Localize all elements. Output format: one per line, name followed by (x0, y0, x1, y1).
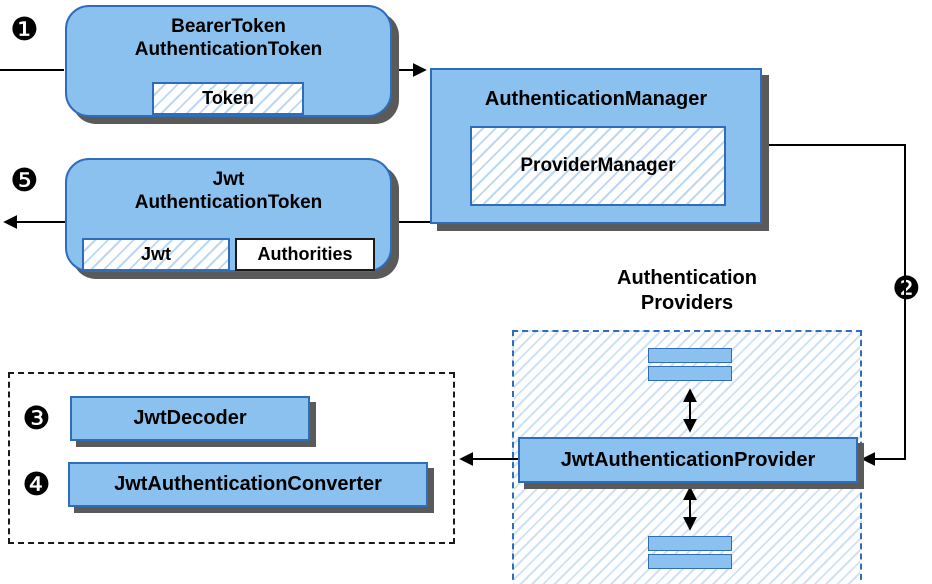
jwt-authentication-token-node: Jwt AuthenticationToken Jwt Authorities (65, 158, 392, 272)
token-inner-box: Token (152, 82, 304, 115)
authentication-manager-node: AuthenticationManager ProviderManager (430, 68, 762, 224)
authentication-providers-label-line2: Providers (640, 292, 734, 314)
bearer-token-title-line1: BearerToken (171, 16, 286, 37)
provider-manager-inner-box: ProviderManager (470, 126, 726, 206)
jwt-authentication-provider-label: JwtAuthenticationProvider (560, 448, 816, 471)
authentication-manager-title: AuthenticationManager (484, 88, 708, 110)
step-4-marker: ❹ (22, 465, 51, 503)
bearer-token-authentication-token-node: BearerToken AuthenticationToken Token (65, 5, 392, 117)
jwt-authentication-converter-box: JwtAuthenticationConverter (68, 462, 428, 507)
bearer-token-title-line2: AuthenticationToken (134, 39, 323, 60)
step-1-marker: ❶ (10, 10, 39, 48)
jwt-authentication-provider-box: JwtAuthenticationProvider (518, 437, 858, 483)
token-label: Token (202, 88, 254, 108)
provider-placeholder-bar-2 (648, 366, 732, 381)
jwt-token-title-line1: Jwt (212, 169, 245, 190)
authorities-inner-box: Authorities (235, 238, 375, 271)
provider-placeholder-bar-1 (648, 348, 732, 363)
authentication-providers-label-line1: Authentication (617, 267, 757, 289)
provider-placeholder-bar-3 (648, 536, 732, 551)
jwt-token-title-line2: AuthenticationToken (134, 192, 323, 213)
manager-to-provider-arrow (762, 144, 906, 466)
jwt-label: Jwt (140, 244, 171, 264)
jwt-decoder-label: JwtDecoder (133, 407, 247, 429)
step-3-marker: ❸ (22, 399, 51, 437)
bearer-token-node-title: BearerToken AuthenticationToken (67, 7, 390, 61)
jwt-authentication-converter-label: JwtAuthenticationConverter (114, 473, 382, 495)
step-2-marker: ❷ (892, 269, 921, 307)
provider-manager-label: ProviderManager (520, 155, 676, 176)
step-5-marker: ❺ (10, 161, 39, 199)
jwt-token-node-title: Jwt AuthenticationToken (67, 160, 390, 214)
jwt-inner-box: Jwt (82, 238, 230, 271)
authorities-label: Authorities (257, 244, 353, 264)
provider-placeholder-bar-4 (648, 554, 732, 569)
authentication-providers-label: Authentication Providers (537, 266, 837, 316)
jwt-decoder-box: JwtDecoder (70, 396, 310, 441)
